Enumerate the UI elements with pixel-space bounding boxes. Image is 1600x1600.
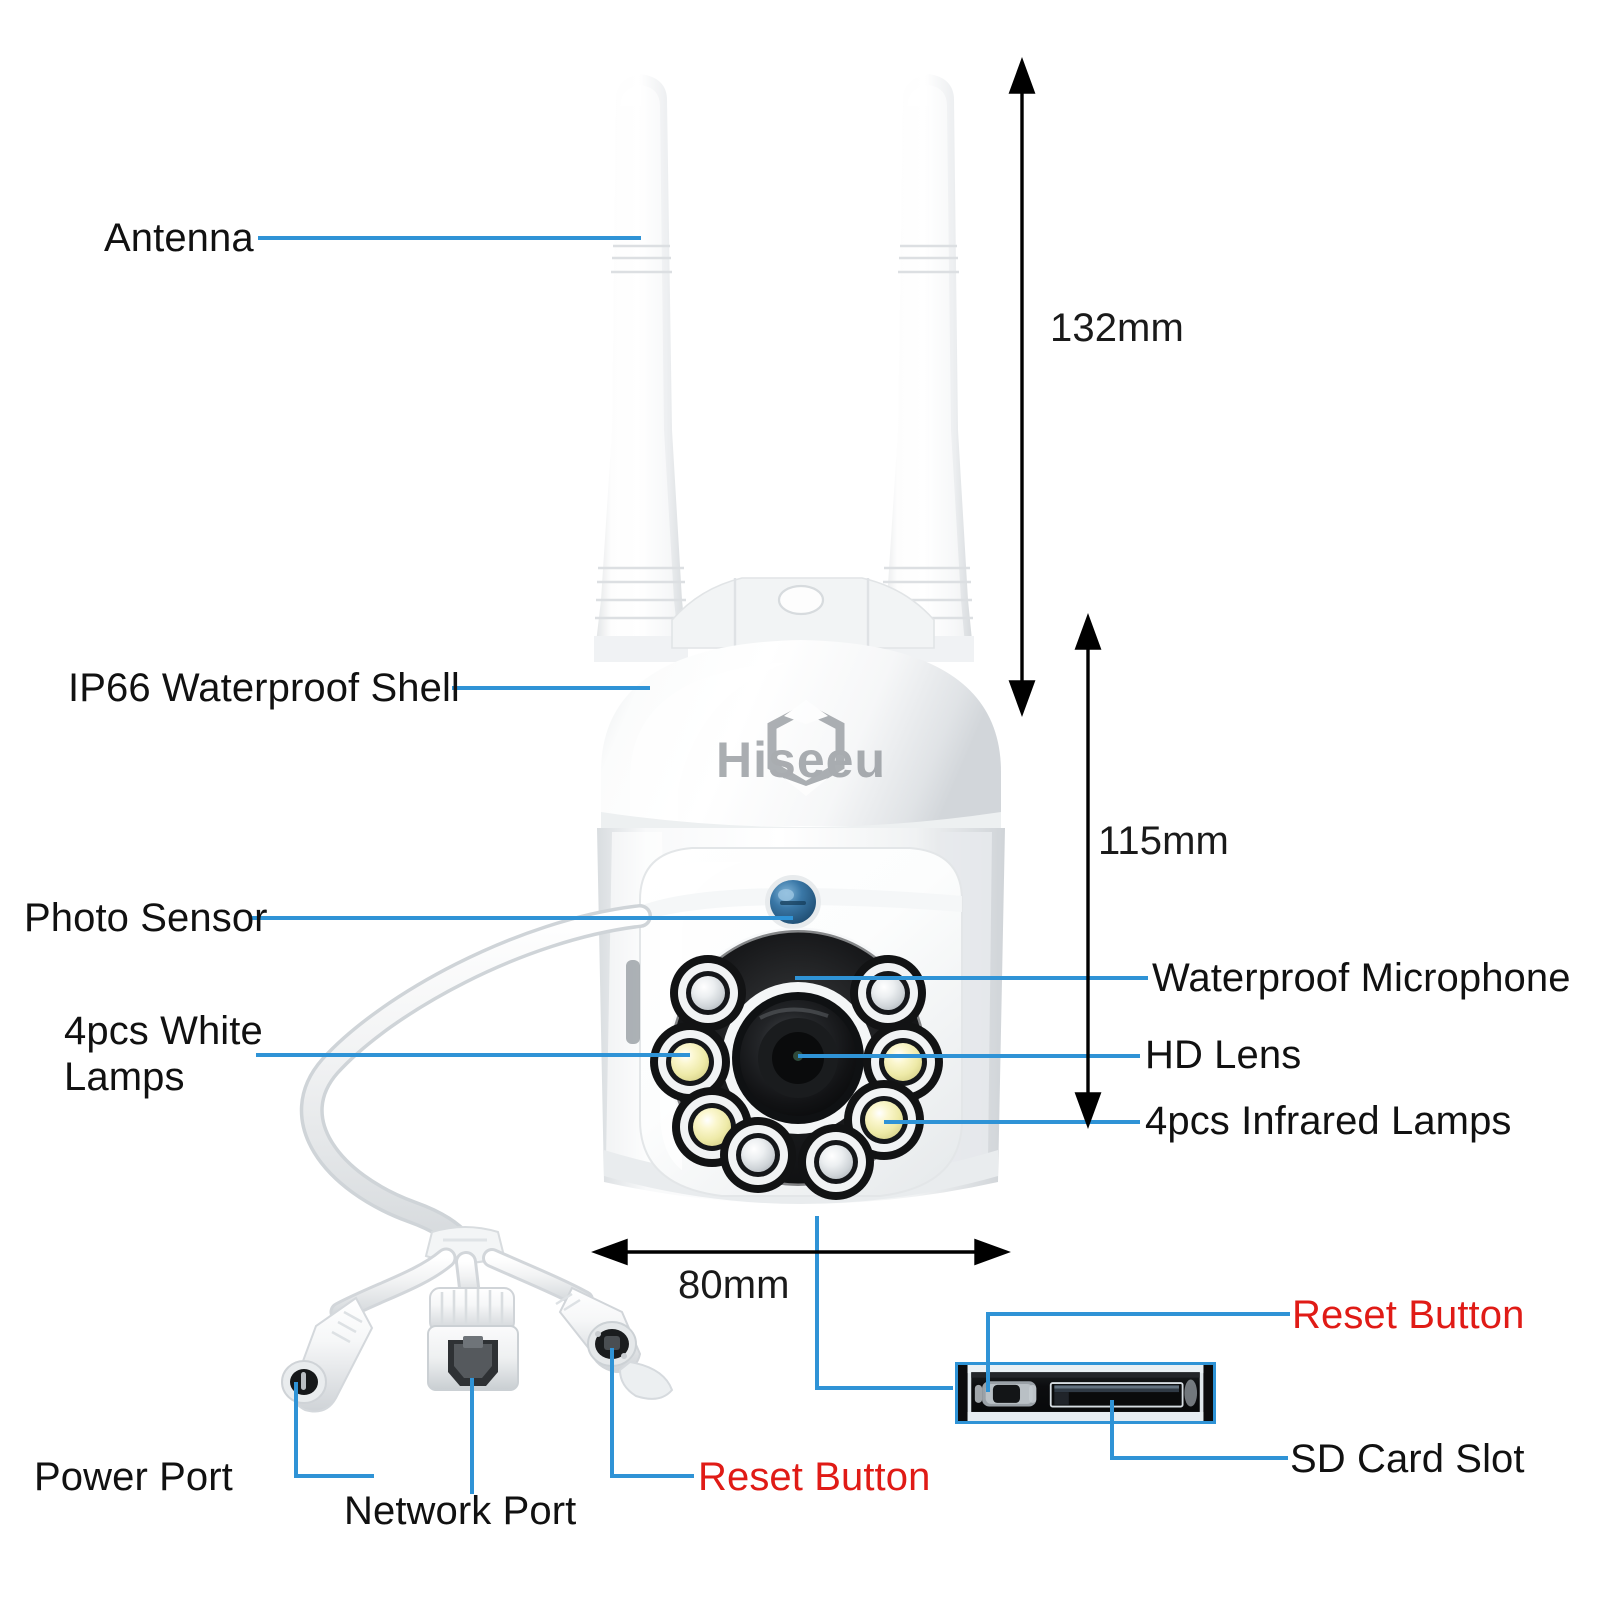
waterproof-dome-shell: Hiseeu (601, 640, 1001, 843)
rubber-plug (618, 1360, 674, 1400)
power-branch (281, 1247, 457, 1413)
dimension-width-body (591, 1238, 1011, 1266)
brand-logo: Hiseeu (716, 700, 886, 796)
white-lamp-lower-right (844, 1080, 924, 1160)
label-white-lamps: 4pcs White Lamps (64, 1009, 263, 1099)
photo-sensor (765, 875, 821, 929)
mount-bracket (671, 577, 935, 649)
hd-lens (722, 982, 874, 1134)
leader-reset-cable (610, 1348, 694, 1478)
dimension-label-height-total: 132mm (1050, 306, 1184, 350)
power-port-connector (281, 1296, 374, 1413)
leader-reset-inset (986, 1312, 1290, 1392)
sd-card-slot-inset (955, 1362, 1216, 1424)
label-antenna: Antenna (104, 216, 254, 260)
reset-button-connector (555, 1286, 674, 1400)
dimension-height-body (1074, 613, 1102, 1129)
leader-sd-card-slot (1110, 1400, 1288, 1460)
camera-head (626, 847, 963, 1200)
reset-branch (482, 1248, 674, 1400)
leader-camera-to-inset (815, 1216, 953, 1390)
reset-button-photo (992, 1384, 1021, 1403)
dimension-label-width-body: 80mm (678, 1263, 790, 1307)
antenna-left (594, 74, 688, 662)
ir-lamp-top-left (670, 955, 746, 1031)
power-cable (299, 904, 652, 1254)
label-hd-lens: HD Lens (1145, 1033, 1302, 1077)
dimension-label-height-body: 115mm (1098, 819, 1229, 863)
label-waterproof-shell: IP66 Waterproof Shell (68, 666, 460, 710)
network-port-connector (427, 1287, 519, 1391)
label-power-port: Power Port (34, 1455, 233, 1499)
label-reset-button-cable: Reset Button (698, 1455, 931, 1499)
label-sd-card-slot: SD Card Slot (1290, 1437, 1525, 1481)
leader-power-port (294, 1382, 374, 1478)
label-photo-sensor: Photo Sensor (24, 896, 268, 940)
label-network-port: Network Port (344, 1489, 577, 1533)
label-infrared-lamps: 4pcs Infrared Lamps (1145, 1099, 1512, 1143)
side-vent (626, 960, 640, 1044)
label-reset-button-inset: Reset Button (1292, 1293, 1525, 1337)
dimension-height-total (1008, 57, 1036, 717)
network-branch (427, 1251, 519, 1391)
ir-lamp-top-right (850, 955, 926, 1031)
ir-lamp-bottom-right (798, 1124, 874, 1200)
white-lamp-mid-left (650, 1022, 730, 1102)
svg-text:Hiseeu: Hiseeu (716, 732, 886, 788)
ir-lamp-bottom-left (720, 1117, 796, 1193)
label-waterproof-microphone: Waterproof Microphone (1152, 956, 1571, 1000)
